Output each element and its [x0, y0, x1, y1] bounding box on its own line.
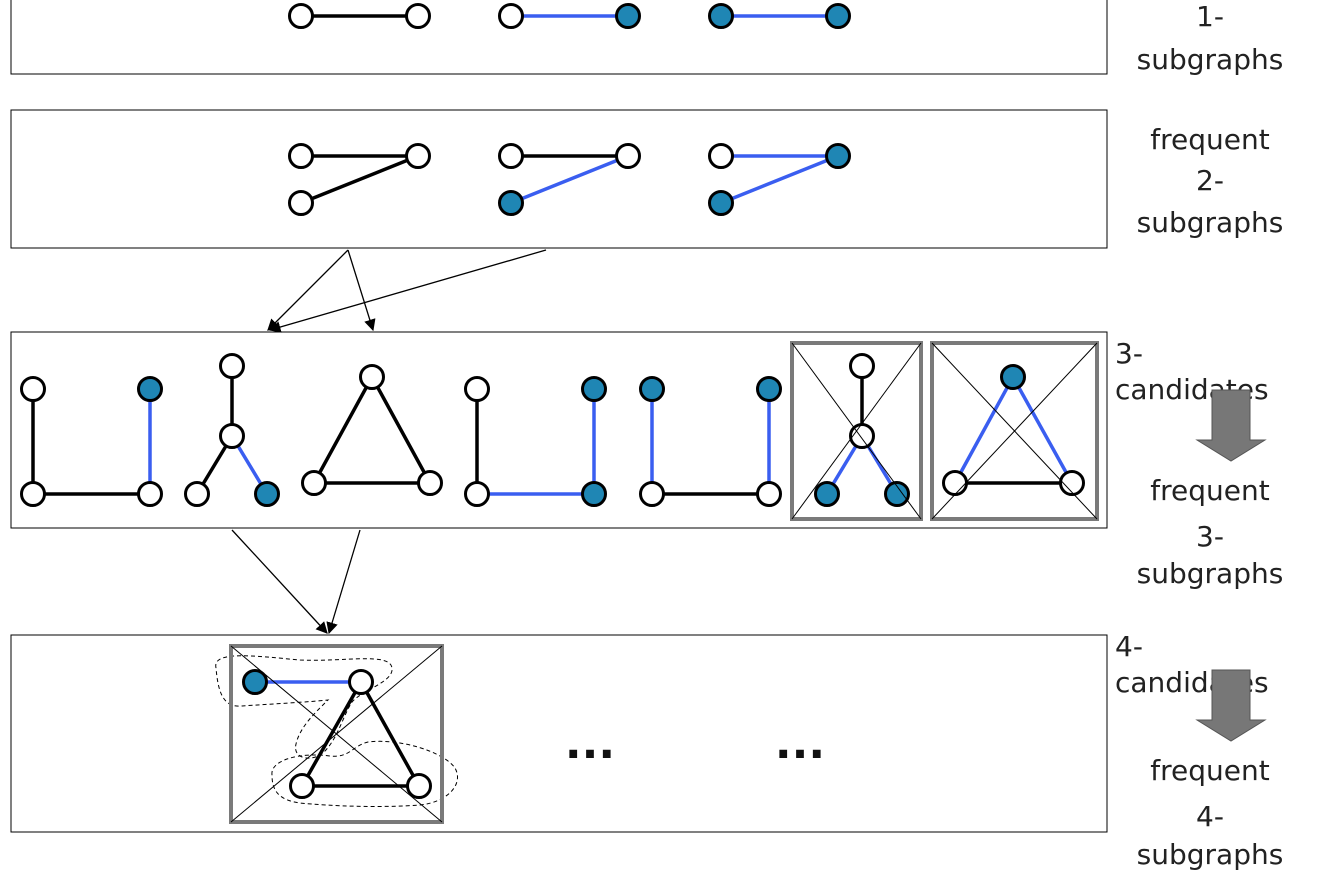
row3-frequent-line1: frequent [1150, 474, 1269, 507]
candidate-3f-pruned [790, 341, 923, 521]
candidate-4a-pruned [215, 644, 458, 824]
candidate-3g-pruned [930, 341, 1099, 521]
pruned-frame [930, 341, 1099, 521]
dashed-region-upper [215, 655, 393, 759]
row3-candidates-line1: 3- [1115, 337, 1143, 370]
down-arrow-icon [1195, 389, 1267, 462]
graph-1c [708, 3, 851, 29]
graph-2a [288, 143, 431, 216]
graph-2c [708, 143, 851, 216]
row3-frequent-line2: 3- [1196, 520, 1224, 553]
row2-label-line2: 2- [1196, 164, 1224, 197]
candidate-3a [20, 376, 163, 507]
row-1-panel [10, 0, 1108, 75]
row2-label-line1: frequent [1150, 123, 1269, 156]
dashed-region-lower [271, 740, 458, 807]
join-arrows-3-to-4 [231, 529, 361, 635]
candidate-3c [301, 364, 443, 496]
ellipsis-1: ... [565, 718, 615, 769]
graph-1a [288, 3, 431, 29]
graph-1b [498, 3, 641, 29]
row-3-panel [10, 331, 1108, 529]
pruned-frame [790, 341, 923, 521]
row-2-panel [10, 109, 1108, 249]
row3-frequent-line3: subgraphs [1137, 557, 1284, 590]
pruned-frame [229, 644, 444, 824]
ellipsis-2: ... [775, 718, 825, 769]
row4-frequent-line1: frequent [1150, 754, 1269, 787]
row2-label-line3: subgraphs [1137, 206, 1284, 239]
row1-label-line2: subgraphs [1137, 43, 1284, 76]
candidate-3d [464, 376, 607, 507]
row1-label-line1: 1- [1196, 0, 1224, 33]
row4-frequent-line3: subgraphs [1137, 838, 1284, 871]
graph-2b [498, 143, 641, 216]
row4-candidates-line1: 4- [1115, 630, 1143, 663]
down-arrow-icon [1195, 669, 1267, 742]
row-4-panel [10, 634, 1108, 833]
candidate-3e [639, 376, 782, 507]
row4-frequent-line2: 4- [1196, 800, 1224, 833]
join-arrows-2-to-3 [267, 249, 547, 333]
candidate-3b [184, 353, 280, 507]
